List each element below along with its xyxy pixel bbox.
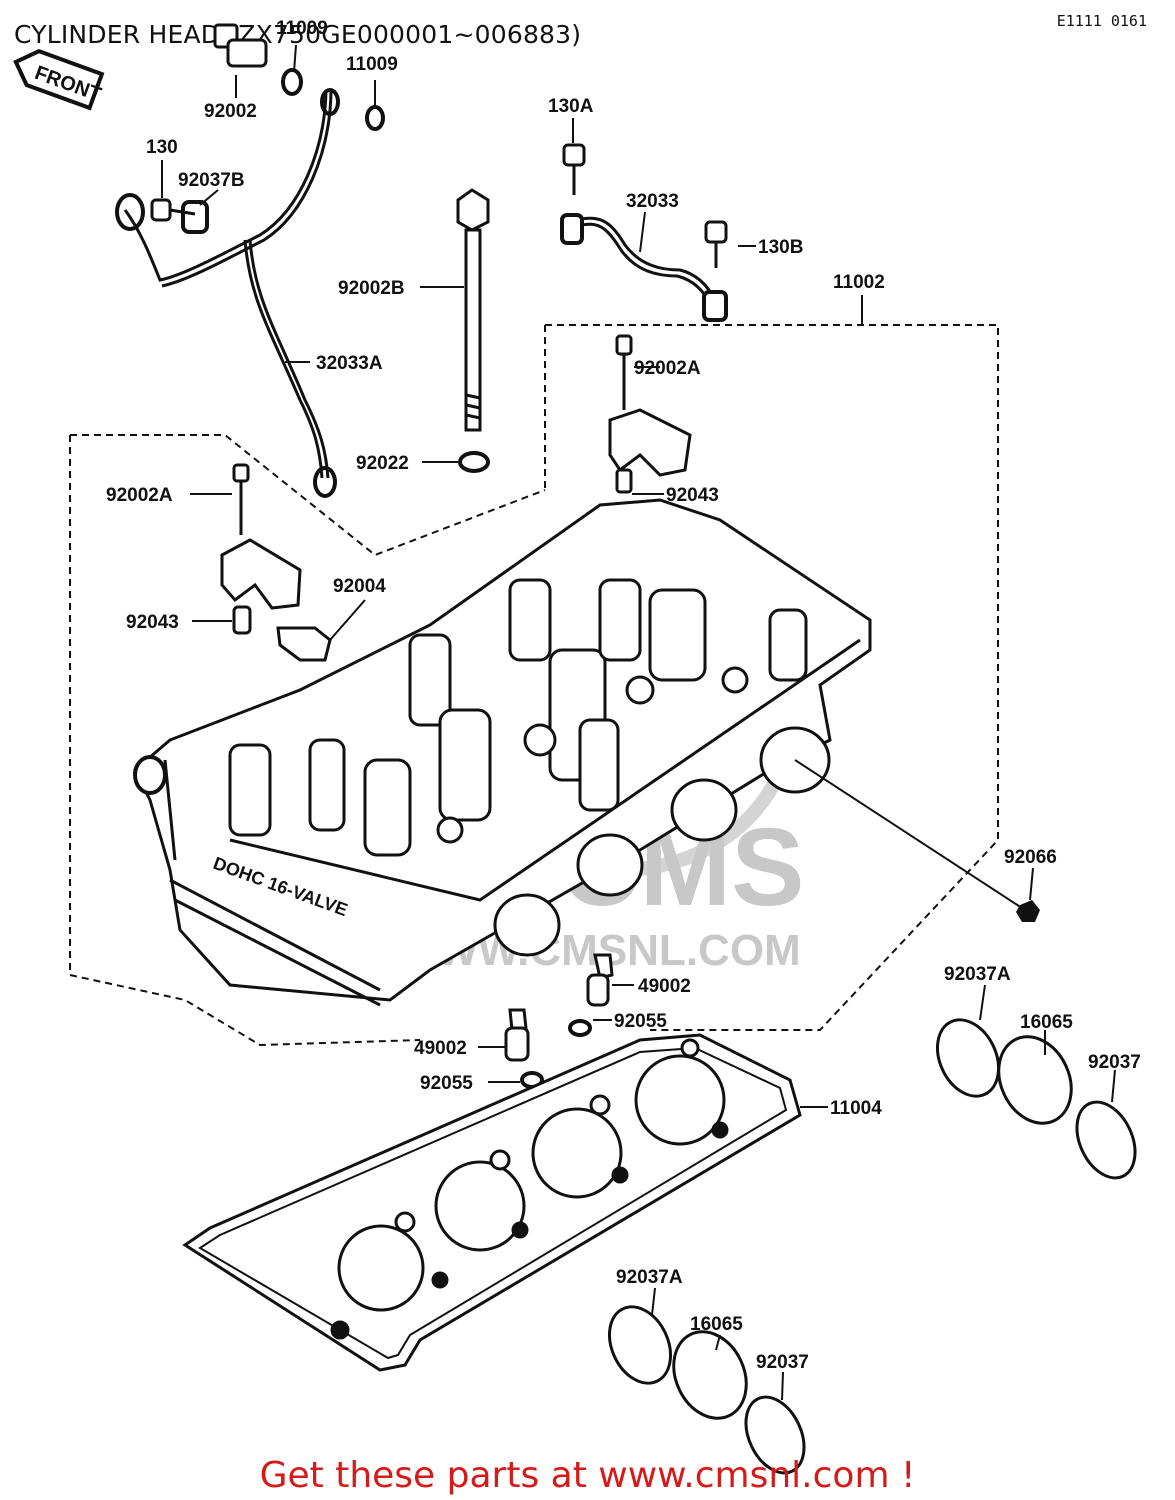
label-16065-a: 16065 xyxy=(1020,1012,1073,1033)
label-92043-left: 92043 xyxy=(126,612,179,633)
label-130A: 130A xyxy=(548,96,594,117)
front-arrow-icon: FRONT xyxy=(13,48,105,111)
part-labels: 11009 11009 92002 130 92037B 130A 32033 … xyxy=(106,18,1141,1373)
label-32033A: 32033A xyxy=(316,353,383,374)
label-92002A-left: 92002A xyxy=(106,485,173,506)
sensor-49002-a xyxy=(568,953,614,1037)
intake-holder-group-b xyxy=(608,1305,806,1475)
label-11009-a: 11009 xyxy=(276,18,328,39)
label-92055-b: 92055 xyxy=(420,1073,473,1094)
diagram-code: E1111 0161 xyxy=(1056,12,1147,30)
bolt-130 xyxy=(150,198,196,222)
washer-11009 xyxy=(281,68,385,131)
bolt-130A xyxy=(562,143,586,195)
leader-lines xyxy=(161,44,1116,1401)
camshaft-cap-top xyxy=(608,334,692,494)
label-49002-a: 49002 xyxy=(638,976,691,997)
intake-holder-group-a xyxy=(936,1018,1137,1180)
oil-pipe-32033 xyxy=(560,213,728,322)
head-bolt-92002B xyxy=(456,188,490,473)
cylinder-head-11002: DOHC 16-VALVE xyxy=(133,498,872,1007)
label-92004: 92004 xyxy=(333,576,386,597)
label-49002-b: 49002 xyxy=(414,1038,467,1059)
label-11002: 11002 xyxy=(833,272,885,293)
oil-pipe-32033A xyxy=(115,88,340,498)
label-92022: 92022 xyxy=(356,453,409,474)
label-92066: 92066 xyxy=(1004,847,1057,868)
leader-92066-axis xyxy=(794,759,1026,911)
assembly-outline xyxy=(69,324,999,1047)
label-92037A-a: 92037A xyxy=(944,964,1011,985)
diagram-title: CYLINDER HEAD (ZX750GE000001~006883) xyxy=(14,20,582,49)
label-92037B: 92037B xyxy=(178,170,245,191)
label-11004: 11004 xyxy=(830,1098,882,1119)
footer-cta-link[interactable]: Get these parts at www.cmsnl.com ! xyxy=(259,1455,916,1496)
label-11009-b: 11009 xyxy=(346,54,398,75)
sensor-49002-b xyxy=(504,1008,544,1089)
bolt-130B xyxy=(704,220,728,268)
label-92037A-b: 92037A xyxy=(616,1267,683,1288)
label-130: 130 xyxy=(146,137,178,158)
label-92055-a: 92055 xyxy=(614,1011,667,1032)
nut-92066 xyxy=(1016,900,1040,922)
banjo-bolt-92002 xyxy=(213,23,268,68)
label-92037-a: 92037 xyxy=(1088,1052,1141,1073)
label-16065-b: 16065 xyxy=(690,1314,743,1335)
label-92002B: 92002B xyxy=(338,278,405,299)
label-92043-top: 92043 xyxy=(666,485,719,506)
label-130B: 130B xyxy=(758,237,803,258)
camshaft-cap-left xyxy=(220,463,332,662)
head-gasket-11004 xyxy=(182,1033,802,1372)
label-92037-b: 92037 xyxy=(756,1352,809,1373)
label-32033: 32033 xyxy=(626,191,679,212)
label-92002A-top: 92002A xyxy=(634,358,701,379)
label-92002: 92002 xyxy=(204,101,257,122)
